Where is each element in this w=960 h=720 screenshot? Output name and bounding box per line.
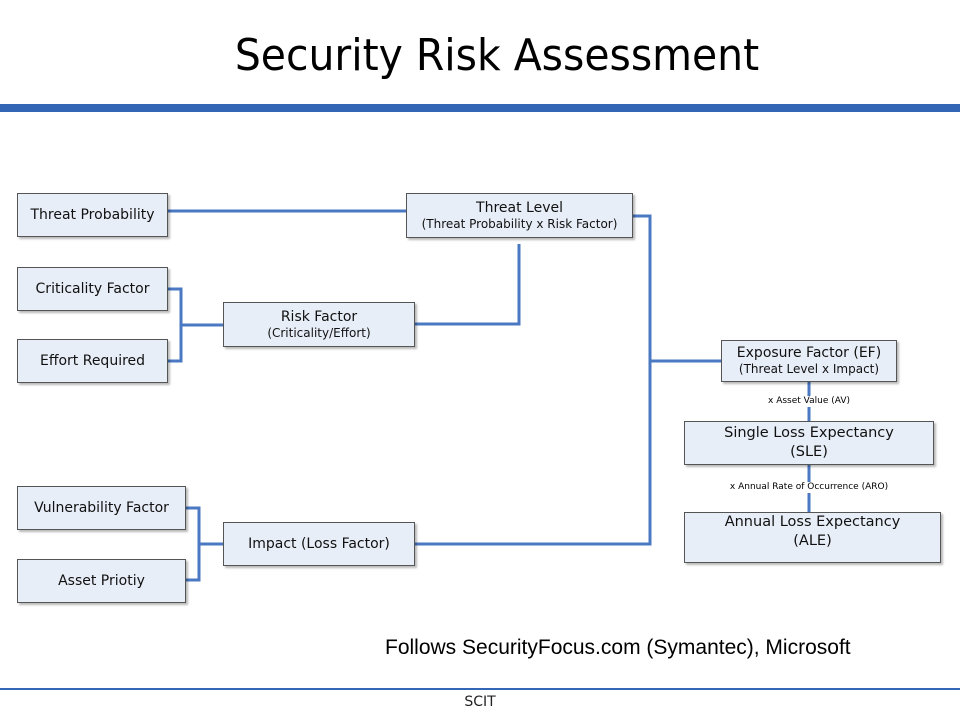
asset-priority-box: Asset Priotiy bbox=[17, 559, 186, 603]
threat-probability-label: Threat Probability bbox=[30, 206, 155, 223]
sle-label: Single Loss Expectancy bbox=[724, 425, 894, 441]
effort-required-label: Effort Required bbox=[39, 352, 146, 369]
asset-priority-label: Asset Priotiy bbox=[58, 572, 145, 589]
risk-factor-box: Risk Factor (Criticality/Effort) bbox=[223, 302, 415, 347]
impact-box: Impact (Loss Factor) bbox=[223, 522, 415, 566]
connector-threat-level-to-exposure bbox=[415, 214, 652, 546]
sle-abbreviation: (SLE) bbox=[790, 444, 828, 460]
footer-label: SCIT bbox=[464, 694, 496, 710]
exposure-factor-box: Exposure Factor (EF) (Threat Level x Imp… bbox=[721, 340, 897, 382]
exposure-factor-label: Exposure Factor (EF) bbox=[736, 345, 882, 361]
impact-label: Impact (Loss Factor) bbox=[248, 535, 390, 552]
asset-value-annotation: x Asset Value (AV) bbox=[766, 396, 852, 407]
connector-vulnerability-asset-bracket bbox=[186, 506, 201, 582]
vulnerability-factor-label: Vulnerability Factor bbox=[34, 499, 169, 516]
page-title: Security Risk Assessment bbox=[234, 30, 760, 81]
aro-annotation: x Annual Rate of Occurrence (ARO) bbox=[727, 482, 891, 493]
vulnerability-factor-box: Vulnerability Factor bbox=[17, 486, 186, 530]
effort-required-box: Effort Required bbox=[17, 339, 168, 383]
connector-criticality-effort-bracket bbox=[168, 287, 183, 363]
source-note: Follows SecurityFocus.com (Symantec), Mi… bbox=[385, 636, 851, 659]
criticality-factor-box: Criticality Factor bbox=[17, 267, 168, 311]
ale-abbreviation: (ALE) bbox=[793, 533, 832, 549]
ale-label: Annual Loss Expectancy bbox=[724, 514, 901, 530]
criticality-factor-label: Criticality Factor bbox=[35, 280, 150, 297]
threat-level-formula: (Threat Probability x Risk Factor) bbox=[421, 216, 618, 231]
sle-box: Single Loss Expectancy (SLE) bbox=[684, 421, 934, 465]
threat-level-label: Threat Level bbox=[476, 199, 563, 216]
risk-factor-formula: (Criticality/Effort) bbox=[267, 325, 371, 340]
threat-level-box: Threat Level (Threat Probability x Risk … bbox=[406, 193, 633, 238]
connector-risk-factor-to-threat-level bbox=[415, 244, 521, 326]
exposure-factor-formula: (Threat Level x Impact) bbox=[738, 362, 880, 376]
threat-probability-box: Threat Probability bbox=[17, 193, 168, 237]
title-accent-bar bbox=[0, 104, 960, 112]
footer-divider bbox=[0, 688, 960, 690]
risk-factor-label: Risk Factor bbox=[280, 308, 358, 325]
ale-box: Annual Loss Expectancy (ALE) bbox=[684, 512, 941, 563]
